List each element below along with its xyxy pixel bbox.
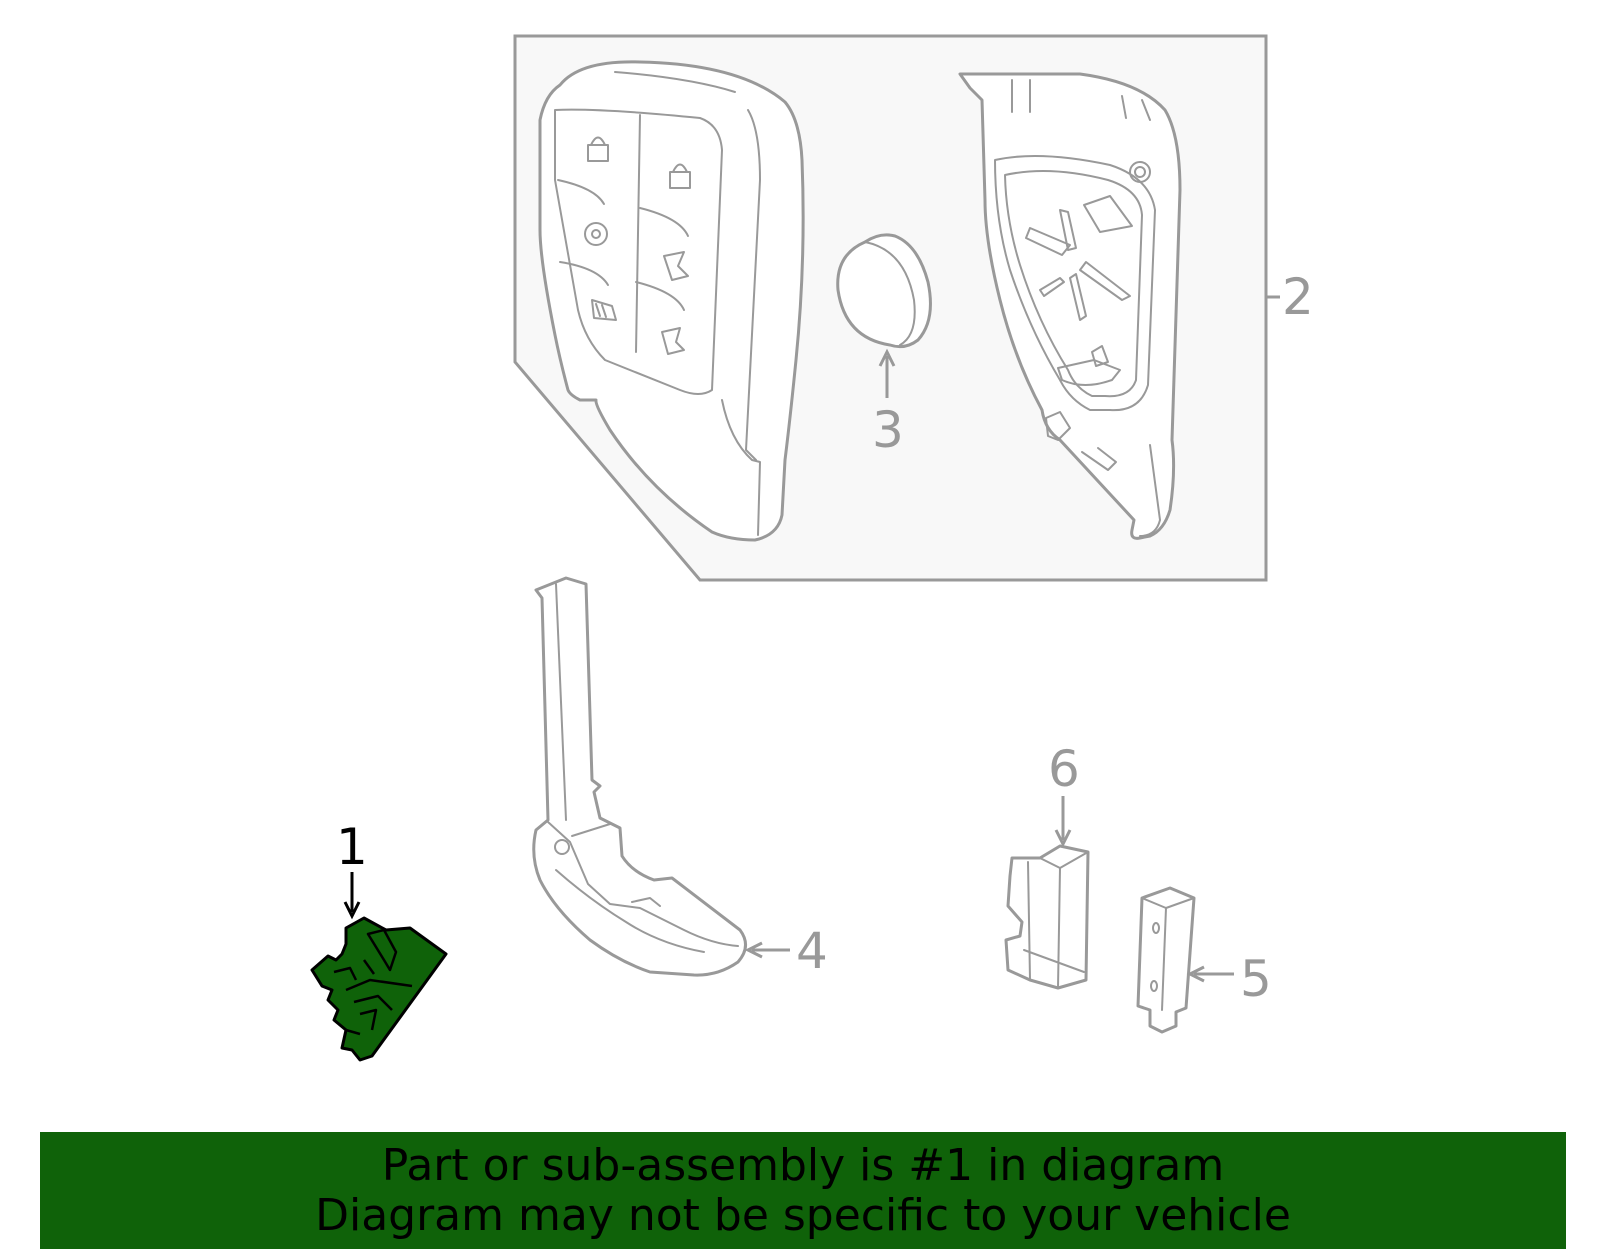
transmitter-module[interactable]: [310, 916, 448, 1062]
coin-battery[interactable]: [836, 233, 932, 349]
callout-5-arrow: [1186, 965, 1234, 983]
banner-line-1: Part or sub-assembly is #1 in diagram: [381, 1139, 1225, 1191]
banner-line-2: Diagram may not be specific to your vehi…: [315, 1189, 1291, 1241]
key-blade[interactable]: [532, 576, 747, 977]
callout-3-arrow: [878, 348, 896, 398]
callout-1-arrow: [343, 872, 361, 920]
callout-5: 5: [1240, 950, 1272, 1008]
bracket[interactable]: [1004, 844, 1090, 990]
key-fob-front[interactable]: [538, 60, 805, 542]
clip[interactable]: [1136, 886, 1196, 1034]
callout-4-arrow: [744, 941, 790, 959]
callout-1: 1: [336, 818, 368, 876]
lock-icon: [587, 136, 609, 162]
liftgate-icon: [661, 327, 685, 355]
info-banner: Part or sub-assembly is #1 in diagram Di…: [40, 1132, 1566, 1249]
callout-3: 3: [872, 401, 904, 459]
remote-start-icon: [584, 222, 608, 246]
key-fob-rear-housing[interactable]: [958, 72, 1182, 540]
panic-icon: [591, 299, 617, 321]
callout-4: 4: [796, 922, 828, 980]
callout-6: 6: [1048, 740, 1080, 798]
callout-6-arrow: [1054, 796, 1072, 848]
unlock-icon: [669, 163, 691, 189]
callout-2: 2: [1282, 268, 1314, 326]
trunk-icon: [663, 251, 689, 281]
